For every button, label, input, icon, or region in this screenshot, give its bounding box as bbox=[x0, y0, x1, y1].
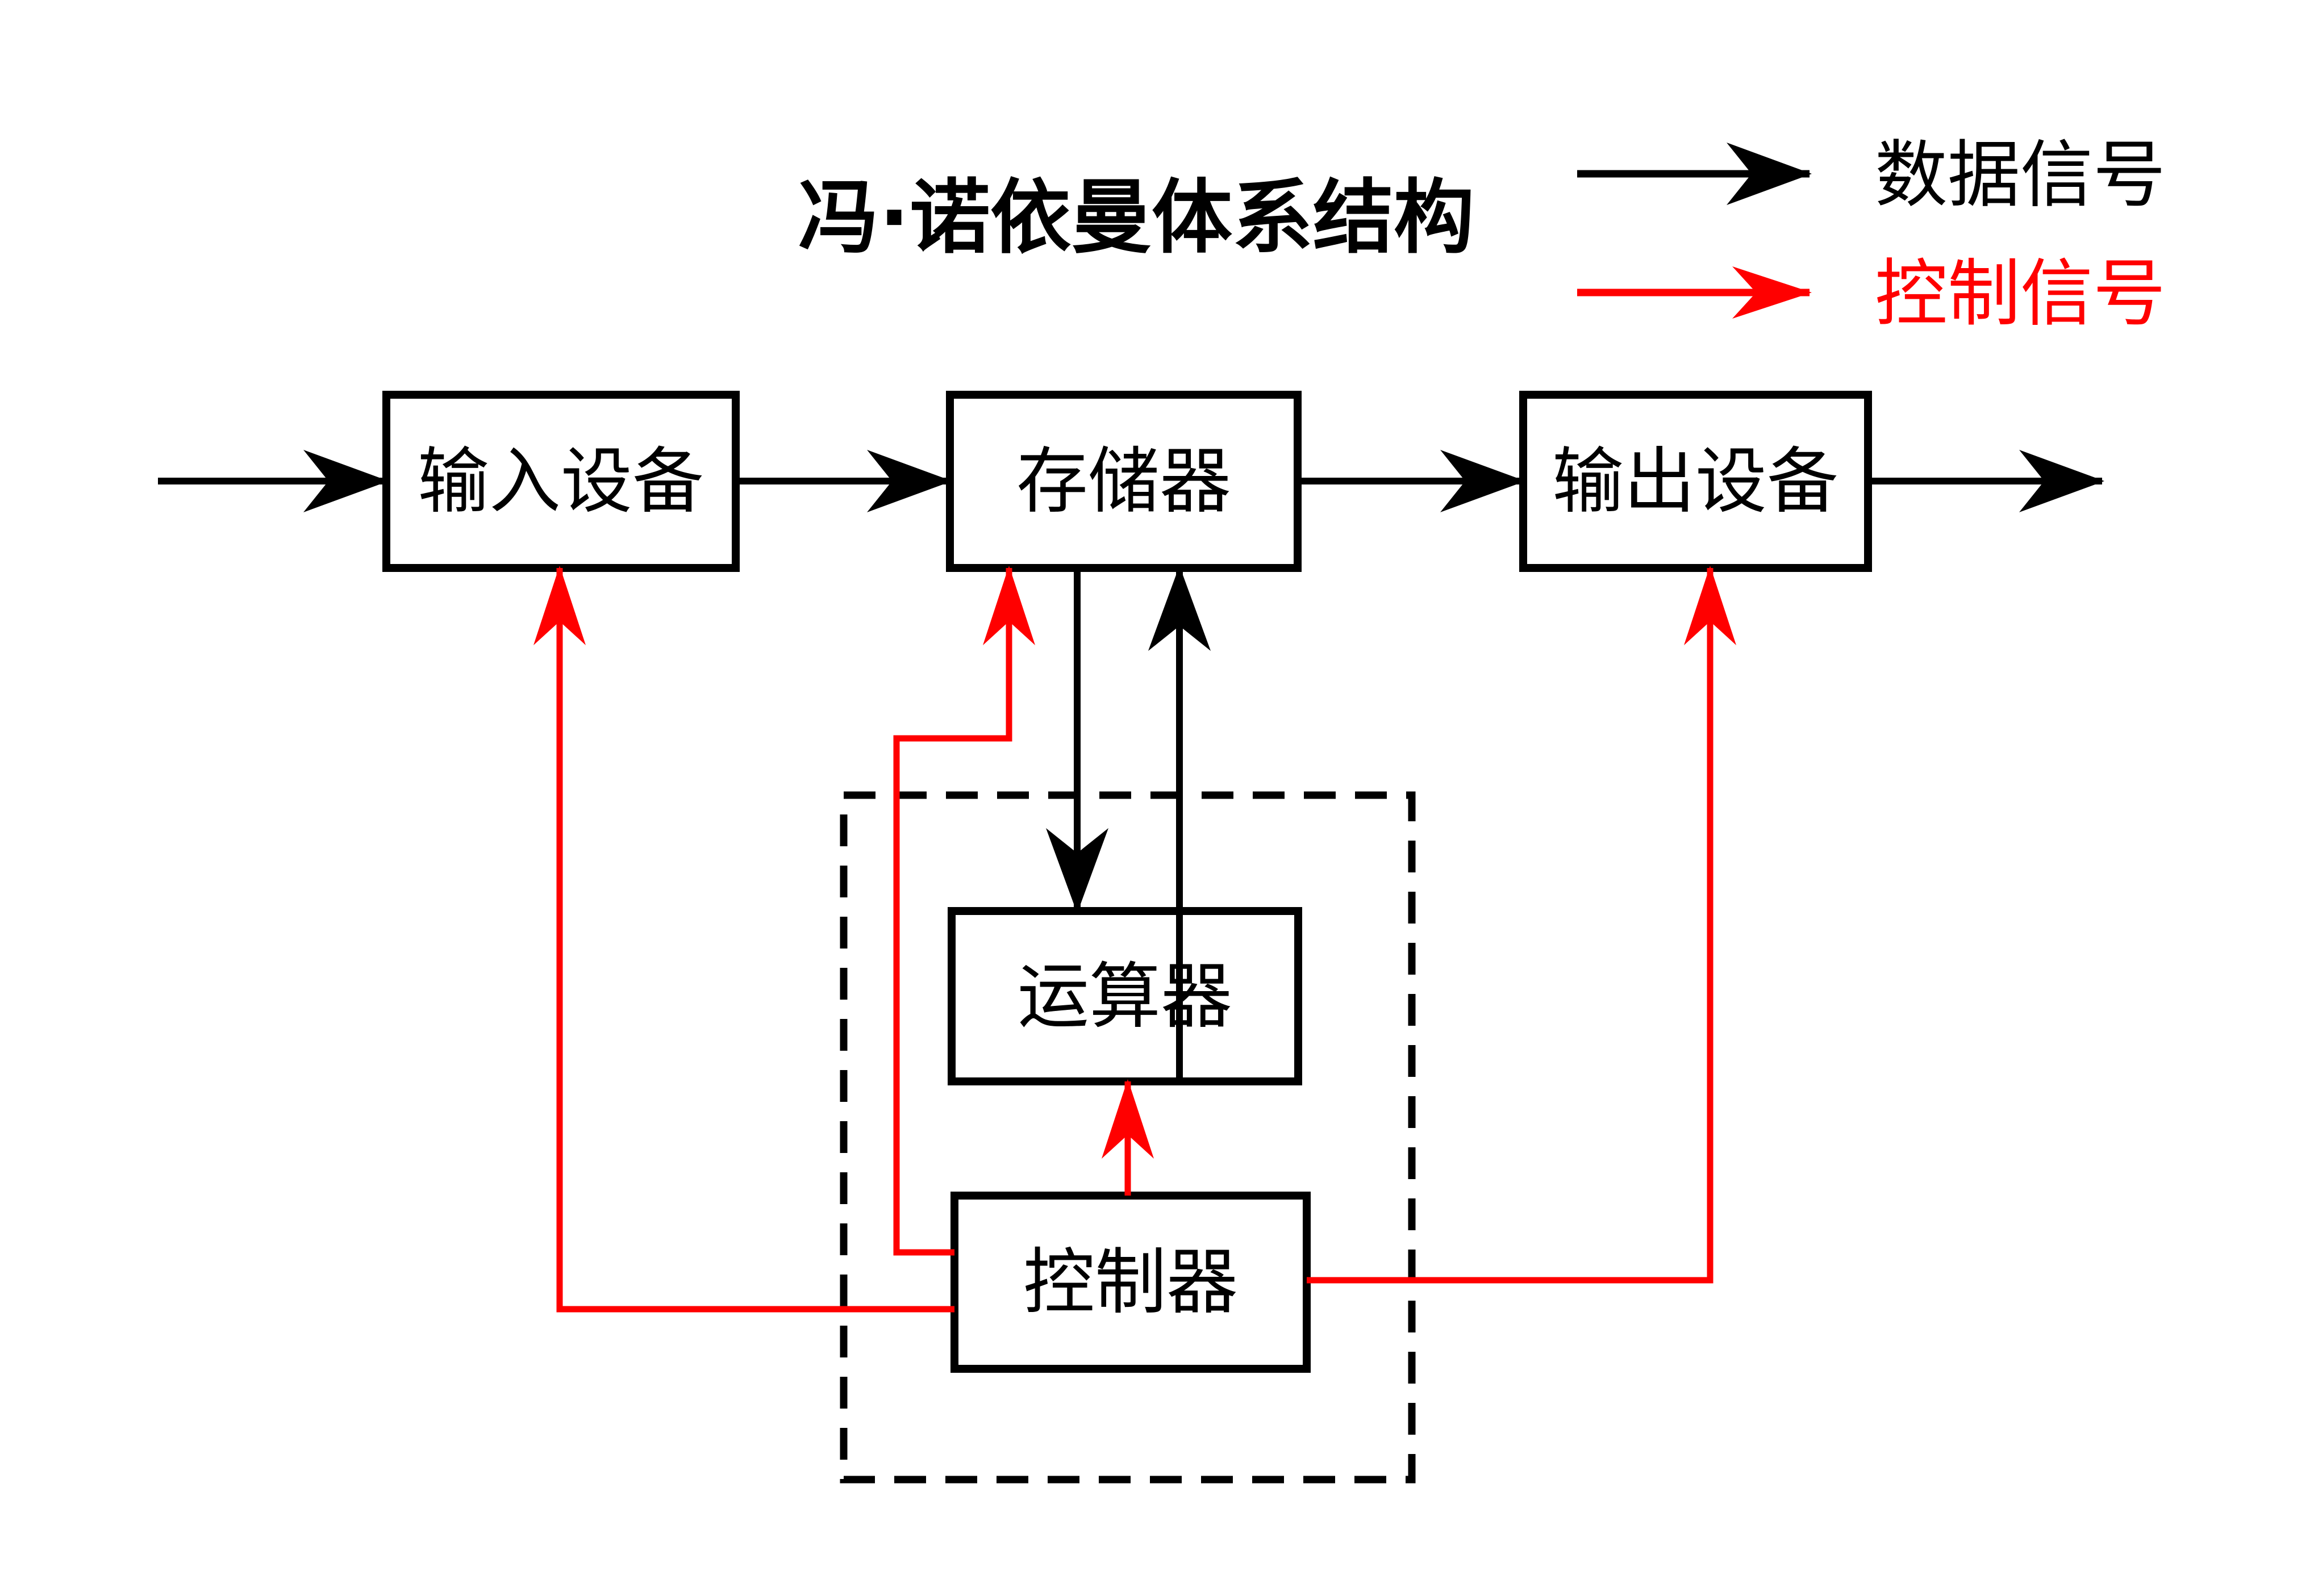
control-arrow-cu-to-input-icon bbox=[533, 566, 954, 1313]
diagram-title: 冯·诺依曼体系结构 bbox=[798, 171, 1474, 265]
control-arrow-cu-to-output-icon bbox=[1307, 566, 1736, 1284]
box-label-control-unit: 控制器 bbox=[1023, 1240, 1238, 1324]
box-label-output-device: 输出设备 bbox=[1552, 440, 1838, 523]
data-signal-arrows bbox=[158, 450, 2104, 1081]
control-arrow-cu-to-memory-icon bbox=[893, 566, 1035, 1256]
legend-label-control-signal: 控制信号 bbox=[1875, 252, 2166, 336]
box-label-alu: 运算器 bbox=[1018, 955, 1232, 1038]
device-boxes: 输入设备 存储器 输出设备 运算器 控制器 bbox=[382, 391, 1872, 1373]
control-signal-arrows bbox=[533, 566, 1736, 1313]
input-device-box bbox=[382, 391, 740, 572]
cpu-dashed-box bbox=[840, 791, 1416, 1484]
memory-box bbox=[946, 391, 1302, 572]
legend-label-data-signal: 数据信号 bbox=[1875, 133, 2166, 218]
legend: 数据信号 控制信号 bbox=[1577, 133, 2166, 336]
output-device-box bbox=[1519, 391, 1872, 572]
box-label-input-device: 输入设备 bbox=[418, 440, 704, 523]
box-label-memory: 存储器 bbox=[1016, 440, 1231, 523]
